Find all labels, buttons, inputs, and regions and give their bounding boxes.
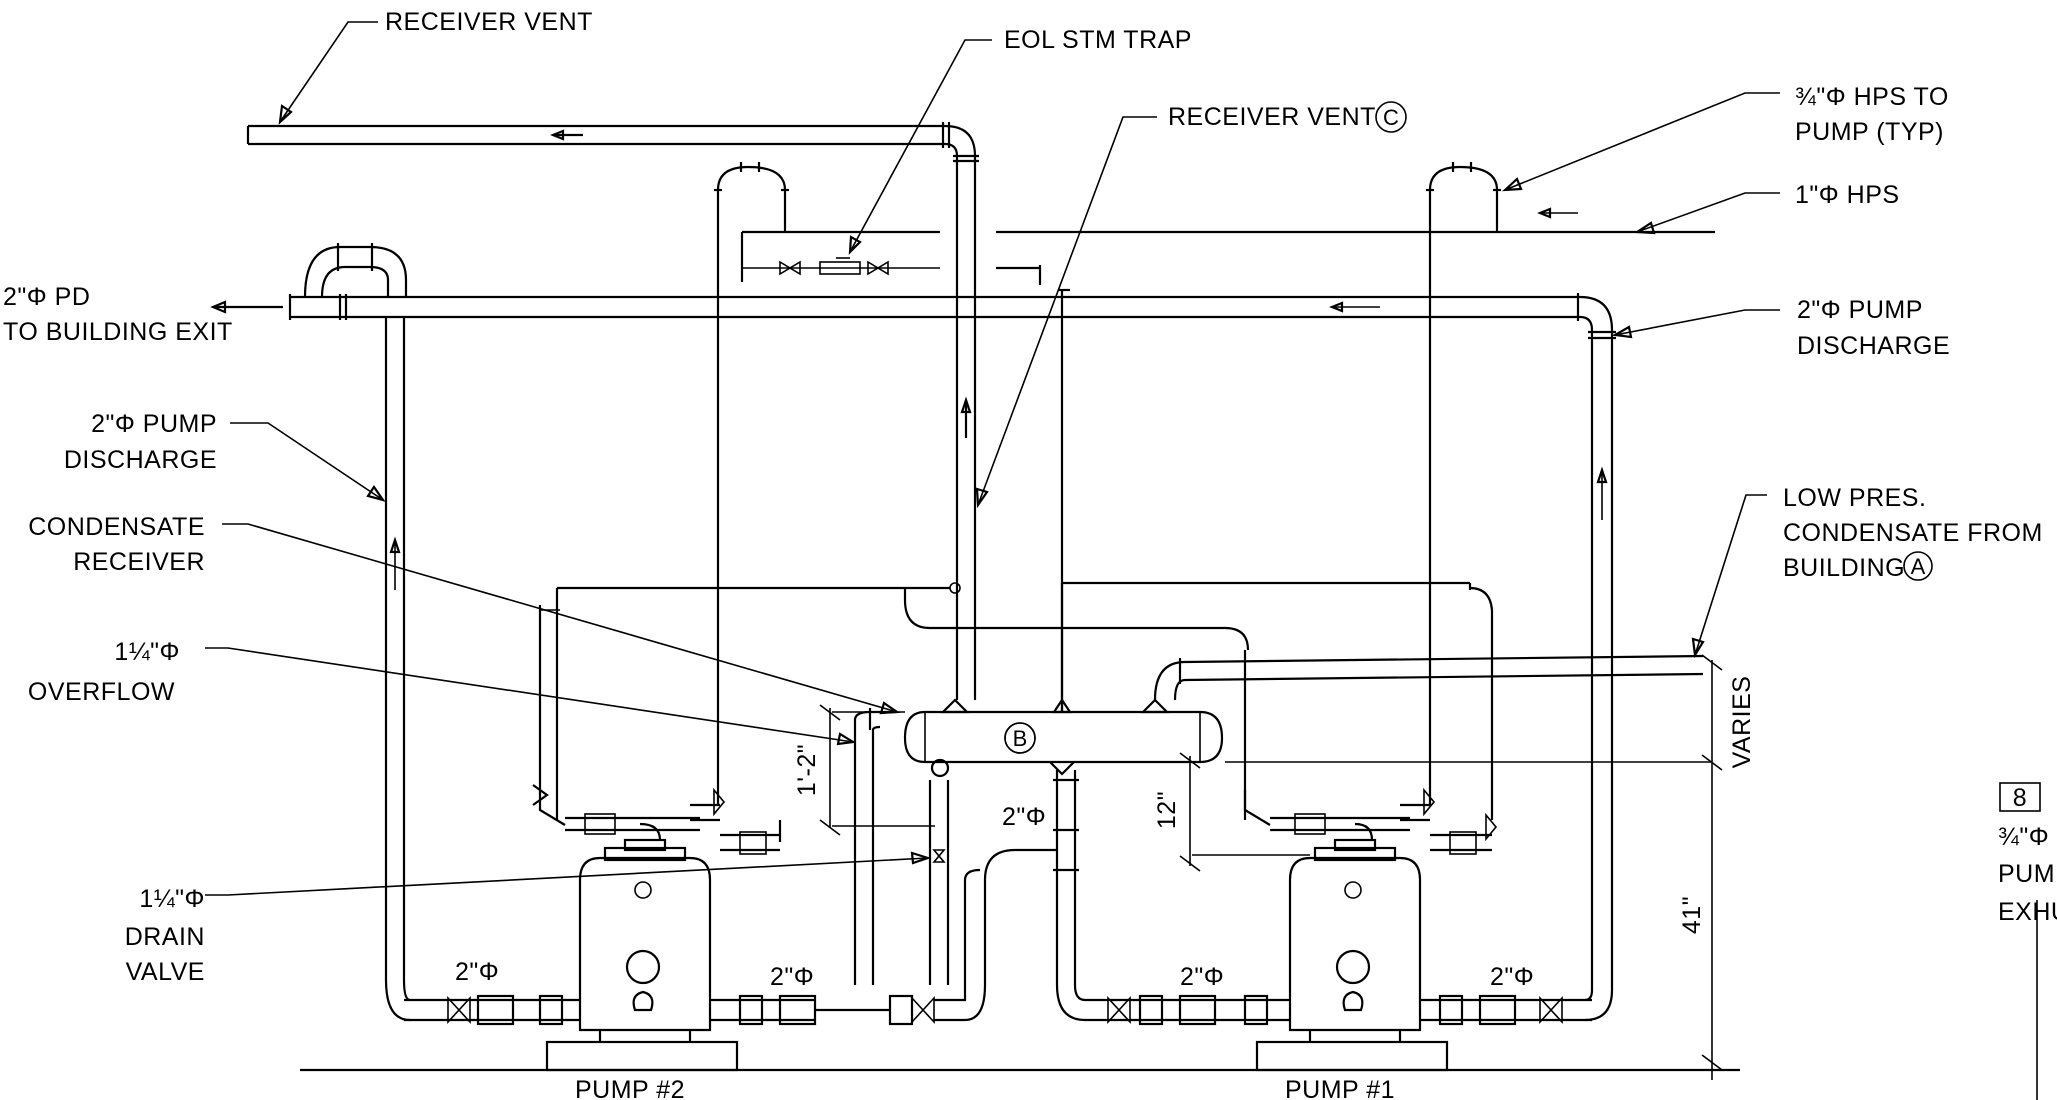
dim-12in: 12" (1153, 791, 1181, 829)
condensate-receiver (853, 654, 1704, 985)
receiver-vent-leader (279, 21, 378, 123)
pump-1-tank (1255, 838, 1449, 1072)
receiver-vent-pipe (246, 122, 979, 700)
pump-discharge-header (210, 243, 1616, 990)
pump-2-piping (384, 605, 1057, 1026)
overflow-leader (205, 647, 854, 743)
low-pres-label-2: CONDENSATE FROM (1783, 519, 2043, 547)
pd-label-2: TO BUILDING EXIT (3, 318, 233, 346)
drain-valve-leader (205, 857, 929, 896)
pipe-2in-a-label: 2"Φ (455, 958, 499, 986)
drain-valve-label-1: 1¼"Φ (139, 885, 205, 913)
hps-to-pump-label-2: PUMP (TYP) (1795, 118, 1944, 146)
overflow-label-2: OVERFLOW (28, 678, 175, 706)
hps-1in-leader (1636, 192, 1780, 233)
side-label-2: PUMP (1998, 860, 2057, 888)
vent-distribution-lines (540, 581, 1494, 820)
dim-varies: VARIES (1728, 676, 1756, 769)
condensate-receiver-label-1: CONDENSATE (28, 513, 205, 541)
hps-to-pump-label-1: ¾"Φ HPS TO (1795, 83, 1949, 111)
pump-2-tank (545, 838, 739, 1072)
drain-valve-label-2: DRAIN (125, 923, 205, 951)
low-pres-label-1: LOW PRES. (1783, 484, 1926, 512)
hps-to-pump-leader (1504, 92, 1780, 191)
side-detail (1999, 782, 2041, 1100)
pump-2-label: PUMP #2 (575, 1076, 685, 1100)
low-pres-tag-circle (1903, 551, 1933, 581)
eol-stm-trap-leader (849, 39, 992, 253)
pump-1-label: PUMP #1 (1285, 1076, 1395, 1100)
drain-valve-label-3: VALVE (126, 958, 205, 986)
pd-label-1: 2"Φ PD (3, 283, 90, 311)
receiver-vent-label: RECEIVER VENT (385, 8, 593, 36)
pump-discharge-left-label-2: DISCHARGE (64, 446, 217, 474)
receiver-vent-c-leader (977, 116, 1157, 506)
eol-steam-trap (740, 230, 940, 282)
pump-discharge-right-leader (1614, 309, 1780, 336)
pump-discharge-right-label-2: DISCHARGE (1797, 332, 1950, 360)
pipe-2in-e-label: 2"Φ (1490, 963, 1534, 991)
pipe-2in-d-label: 2"Φ (1180, 963, 1224, 991)
pipe-2in-c-label: 2"Φ (1002, 803, 1046, 831)
dim-1ft2in: 1'-2" (793, 744, 821, 796)
pump-discharge-right-label-1: 2"Φ PUMP (1797, 296, 1923, 324)
condensate-receiver-leader (222, 523, 898, 713)
side-box-num: 8 (2013, 784, 2027, 812)
receiver-vent-c-label: RECEIVER VENT (1168, 103, 1376, 131)
eol-stm-trap-label: EOL STM TRAP (1004, 26, 1192, 54)
side-label-1: ¾"Φ (1998, 823, 2049, 851)
pump-discharge-left-label-1: 2"Φ PUMP (91, 410, 217, 438)
low-pres-tag: A (1911, 554, 1926, 579)
receiver-vent-c-circle (1375, 101, 1407, 133)
hps-riser-pump1 (1426, 162, 1501, 805)
pump-1-piping (1055, 787, 1614, 1026)
low-pres-label-3: BUILDING (1783, 554, 1905, 582)
hps-riser-pump2 (714, 162, 789, 805)
receiver-vent-c-tag: C (1383, 105, 1399, 130)
dimension-lines (819, 654, 1723, 1080)
receiver-tag-circle (1004, 722, 1036, 754)
low-pres-leader (1694, 494, 1767, 656)
hps-1in-pipe (996, 207, 1715, 712)
side-label-3: EXHU (1998, 898, 2057, 926)
pump-discharge-left-leader (230, 422, 384, 501)
pipe-2in-b-label: 2"Φ (770, 963, 814, 991)
receiver-tag: B (1013, 726, 1028, 751)
hps-1in-label: 1"Φ HPS (1795, 181, 1900, 209)
condensate-receiver-label-2: RECEIVER (73, 548, 205, 576)
overflow-label-1: 1¼"Φ (114, 638, 180, 666)
dim-41in: 41" (1678, 896, 1706, 934)
